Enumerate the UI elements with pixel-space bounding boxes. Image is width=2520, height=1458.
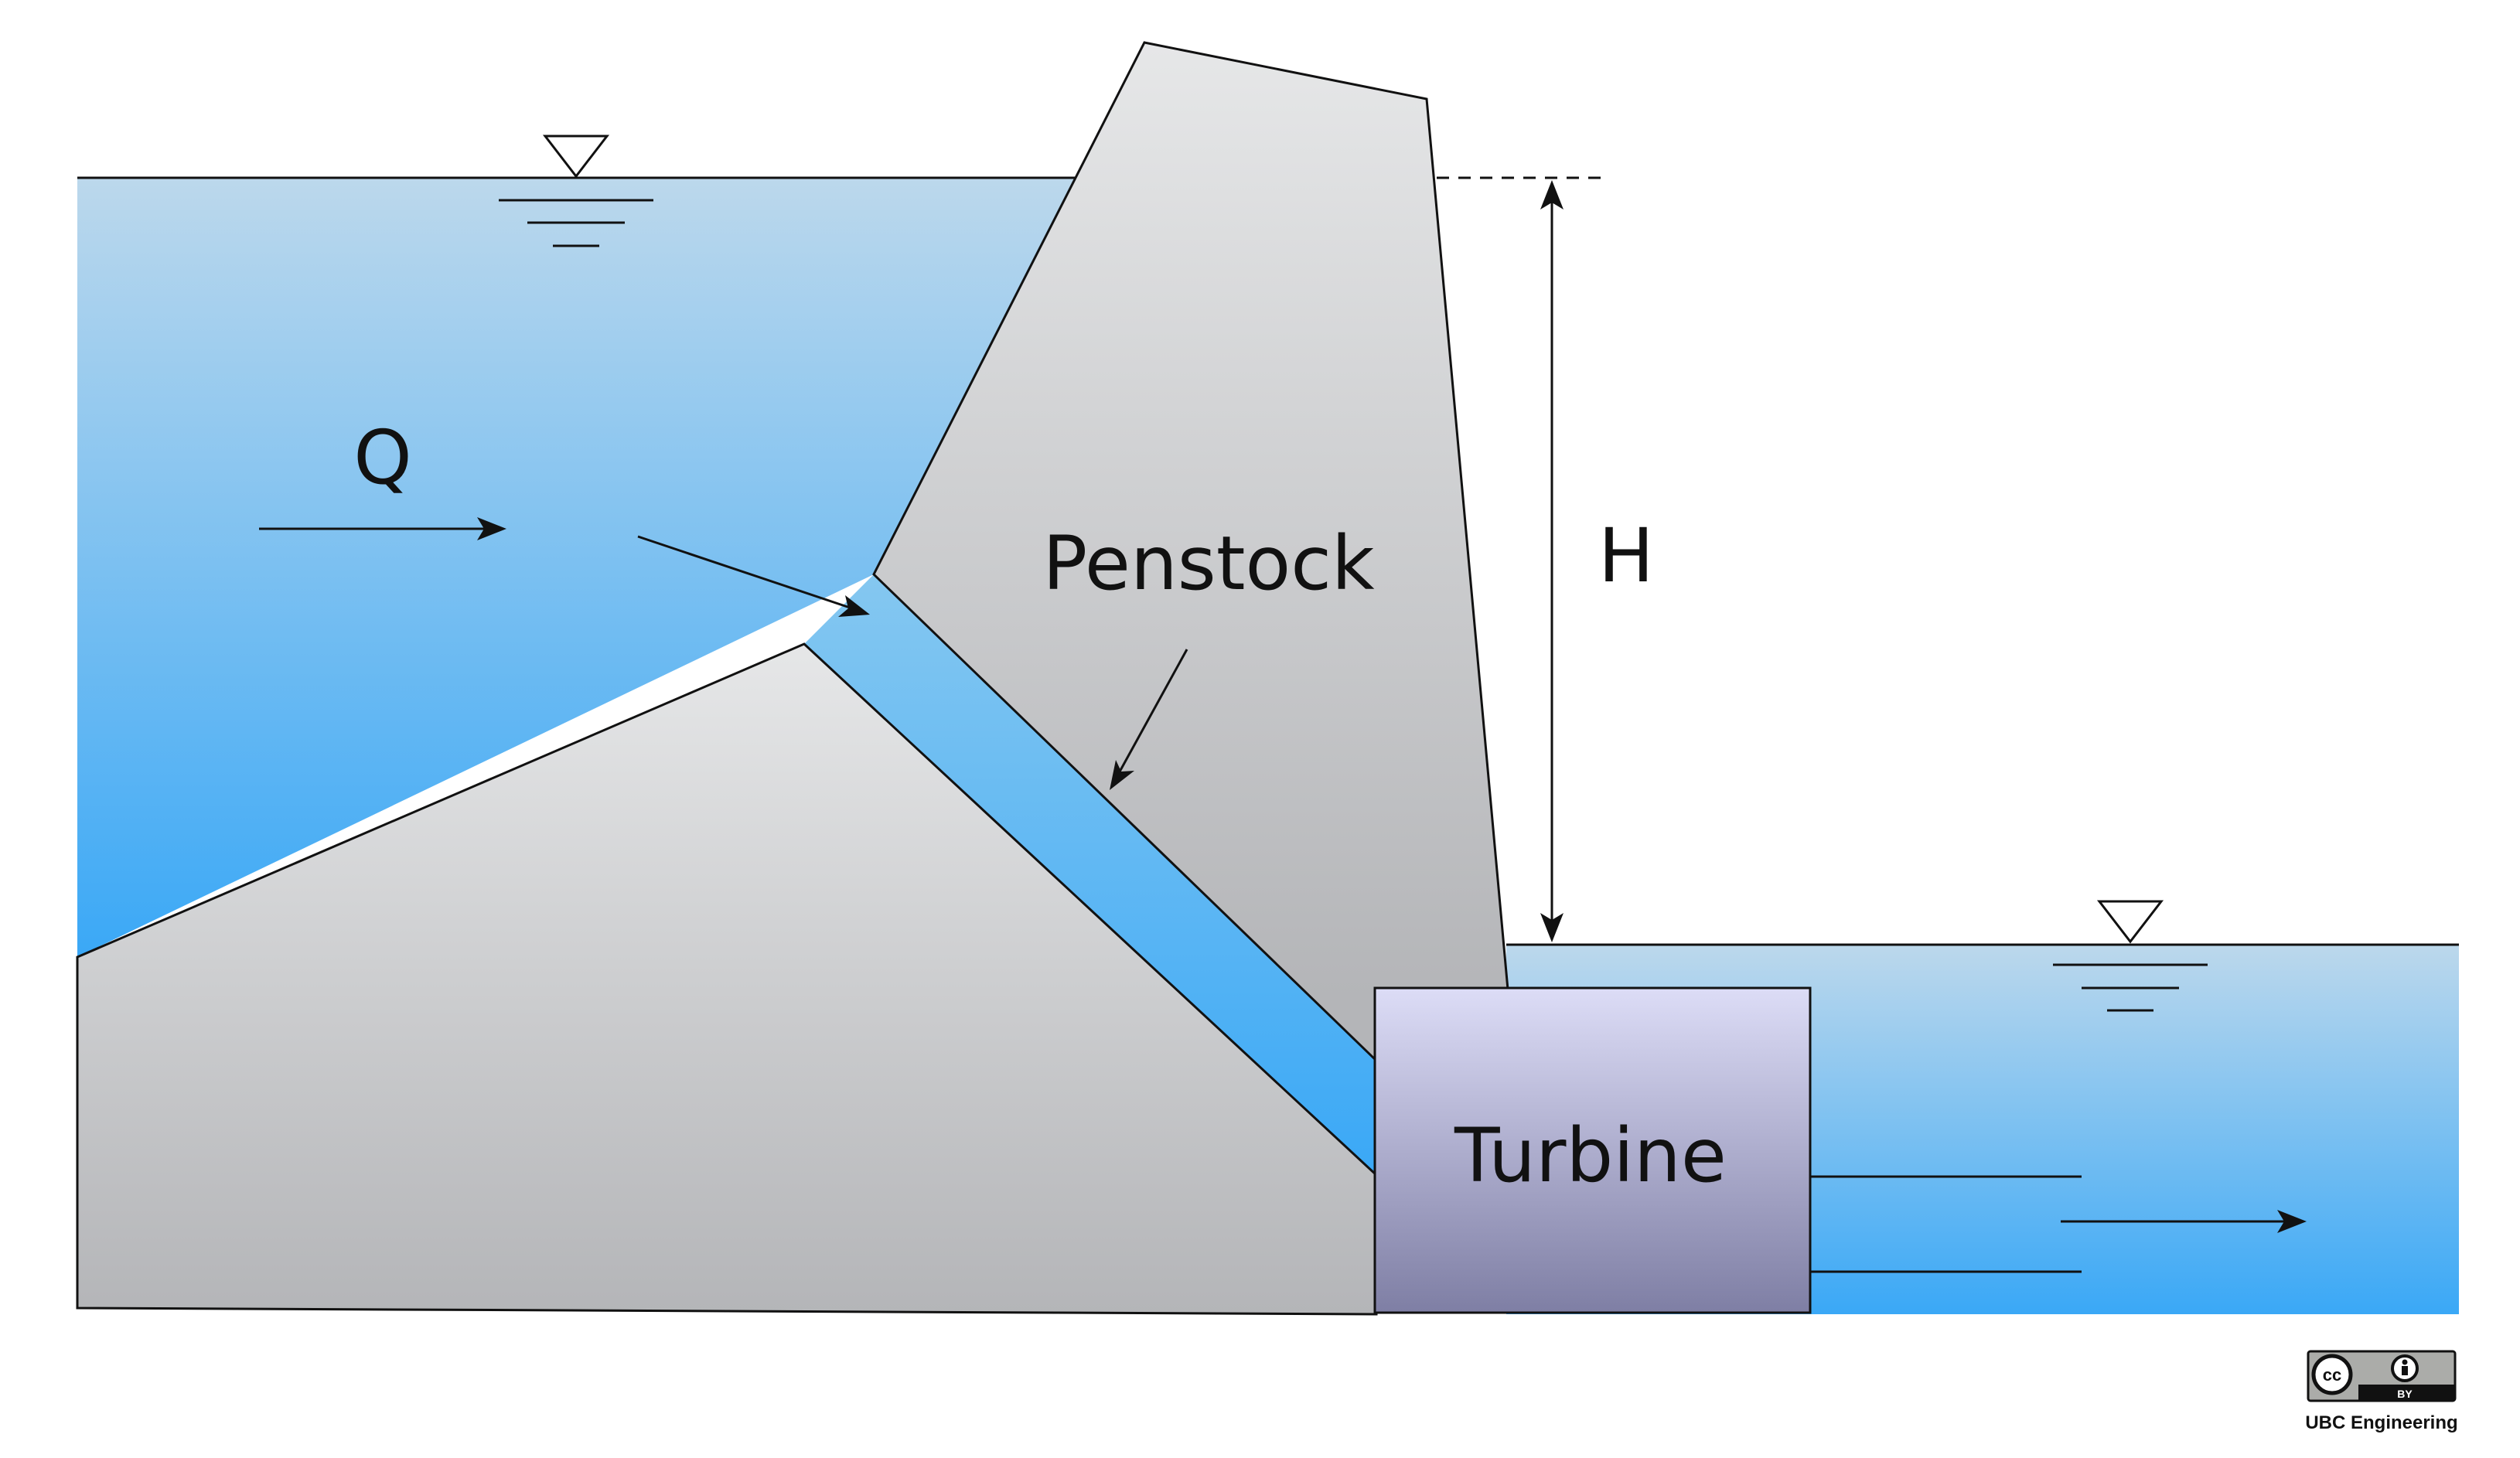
cc-license-badge: cc BY <box>2307 1350 2457 1402</box>
attribution-person-icon <box>2391 1354 2419 1382</box>
head-label: H <box>1598 513 1654 599</box>
penstock-pointer-arrow <box>1110 649 1188 790</box>
credit-text: UBC Engineering <box>2305 1412 2457 1433</box>
turbine-box <box>1373 986 1812 1314</box>
downstream-water-level-symbol <box>2053 900 2208 1012</box>
flow-arrow-horizontal <box>259 517 506 540</box>
cc-icon <box>2311 1354 2353 1395</box>
penstock-label: Penstock <box>1042 520 1375 607</box>
head-dimension-arrow <box>1540 180 1563 942</box>
turbine-label: Turbine <box>1454 1112 1727 1199</box>
by-label: BY <box>2397 1388 2413 1400</box>
cc-icon-text: cc <box>2323 1365 2341 1385</box>
penstock-channel <box>804 574 1376 1175</box>
upstream-water-level-symbol <box>499 135 653 247</box>
flow-label: Q <box>353 414 412 501</box>
outflow-arrow <box>2061 1210 2307 1233</box>
flow-arrow-intake <box>637 535 870 617</box>
upstream-reservoir <box>77 178 1076 957</box>
